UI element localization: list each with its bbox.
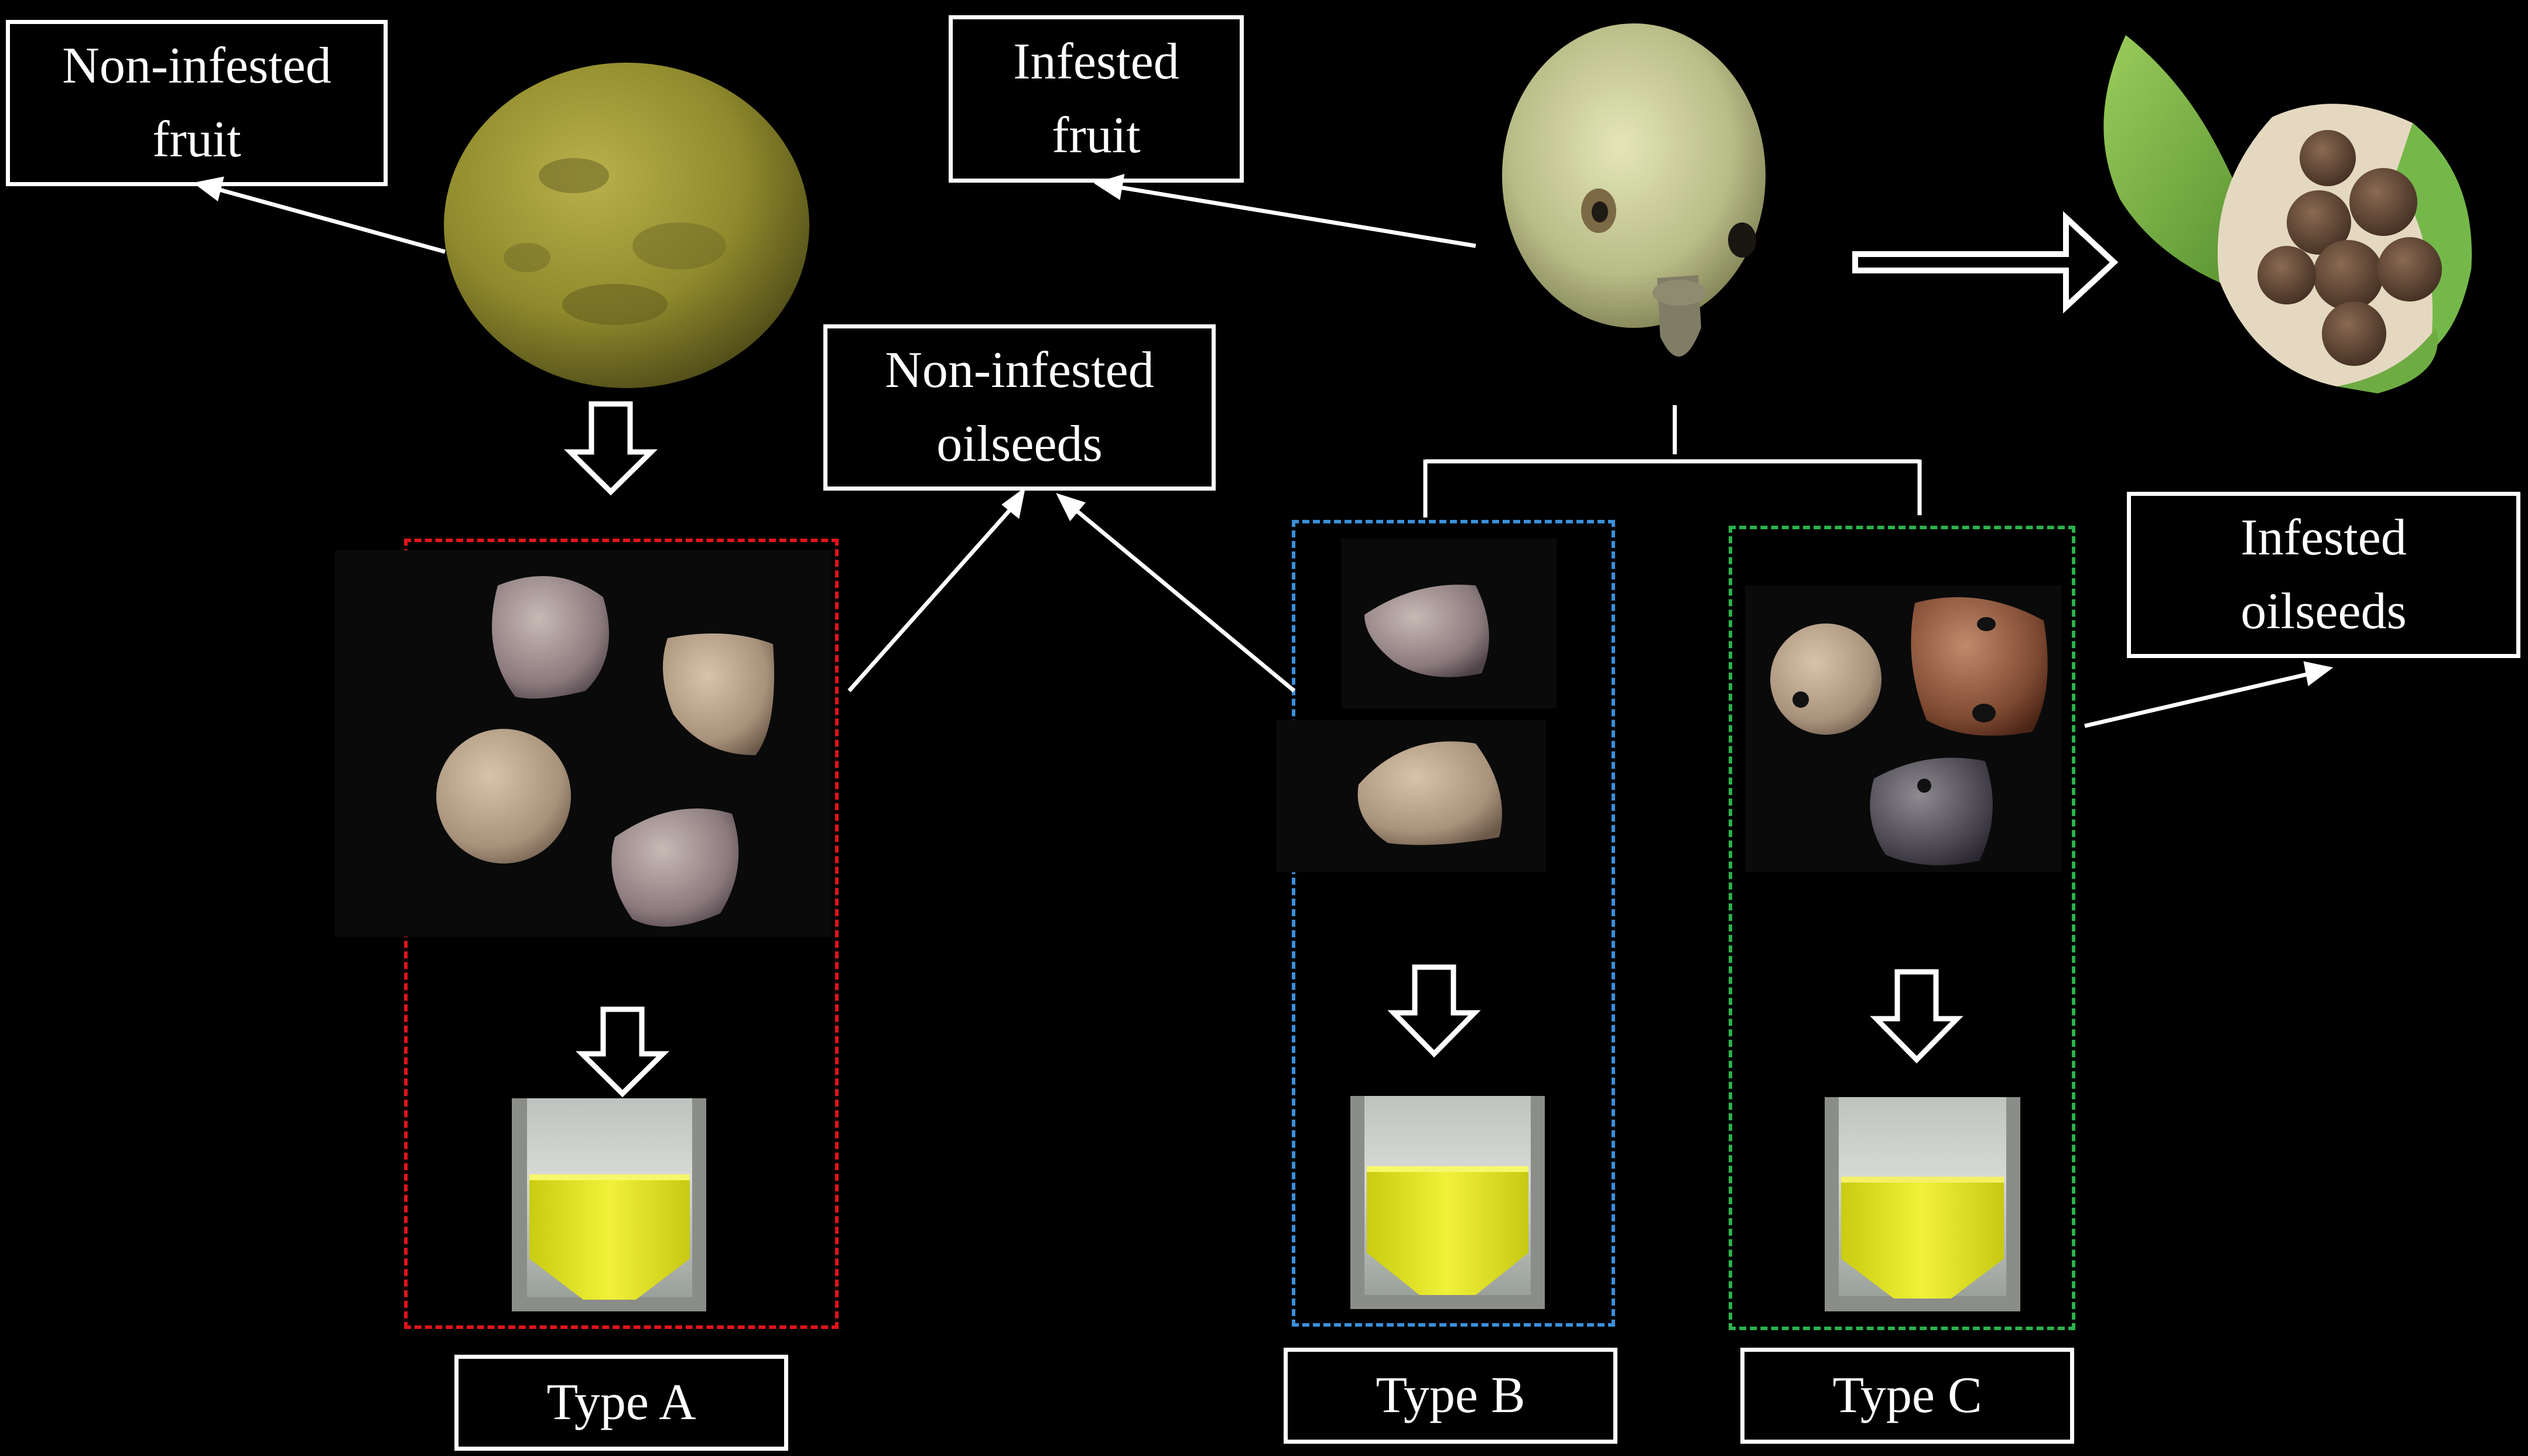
label-type-c: Type C (1740, 1348, 2074, 1444)
label-infested-oilseeds: Infested oilseeds (2127, 492, 2520, 658)
right-arrow-icon (1852, 211, 2119, 314)
pointer-arrow-icon (2303, 661, 2334, 687)
down-arrow-icon (1387, 964, 1481, 1058)
pointer-arrow-icon (1112, 184, 1476, 248)
non-infested-fruit-image (444, 63, 809, 388)
label-non-infested-oilseeds: Non-infested oilseeds (823, 324, 1216, 491)
pointer-arrow-icon (2084, 670, 2317, 728)
type-c-frame (1729, 526, 2075, 1330)
type-b-oil-tube (1350, 1096, 1545, 1309)
label-non-infested-fruit: Non-infested fruit (6, 20, 388, 186)
label-infested-fruit: Infested fruit (949, 15, 1244, 183)
down-arrow-icon (576, 1006, 669, 1098)
down-arrows (564, 401, 1963, 1098)
pointer-arrow-icon (1001, 487, 1026, 519)
type-b-seeds-image (1277, 539, 1557, 872)
pointer-arrow-icon (1068, 503, 1296, 693)
pointer-arrow-icon (210, 185, 446, 254)
type-a-oil-tube (512, 1098, 706, 1311)
pointer-arrow-icon (1056, 493, 1086, 522)
type-b-frame (1292, 520, 1615, 1327)
branch-connector (1423, 405, 1922, 518)
infested-fruit-image (1502, 23, 1766, 357)
label-type-a: Type A (454, 1355, 788, 1451)
label-type-b: Type B (1284, 1348, 1617, 1444)
down-arrow-icon (1870, 969, 1963, 1064)
pointer-arrows (193, 174, 2334, 728)
pointer-arrow-icon (847, 499, 1020, 693)
type-c-seeds-image (1745, 585, 2061, 872)
type-c-oil-tube (1825, 1097, 2020, 1311)
type-a-seeds-image (335, 550, 832, 937)
pointer-arrow-icon (1093, 174, 1125, 200)
opened-fruit-image (2103, 35, 2472, 393)
pointer-arrow-icon (193, 176, 224, 201)
down-arrow-icon (564, 401, 658, 496)
